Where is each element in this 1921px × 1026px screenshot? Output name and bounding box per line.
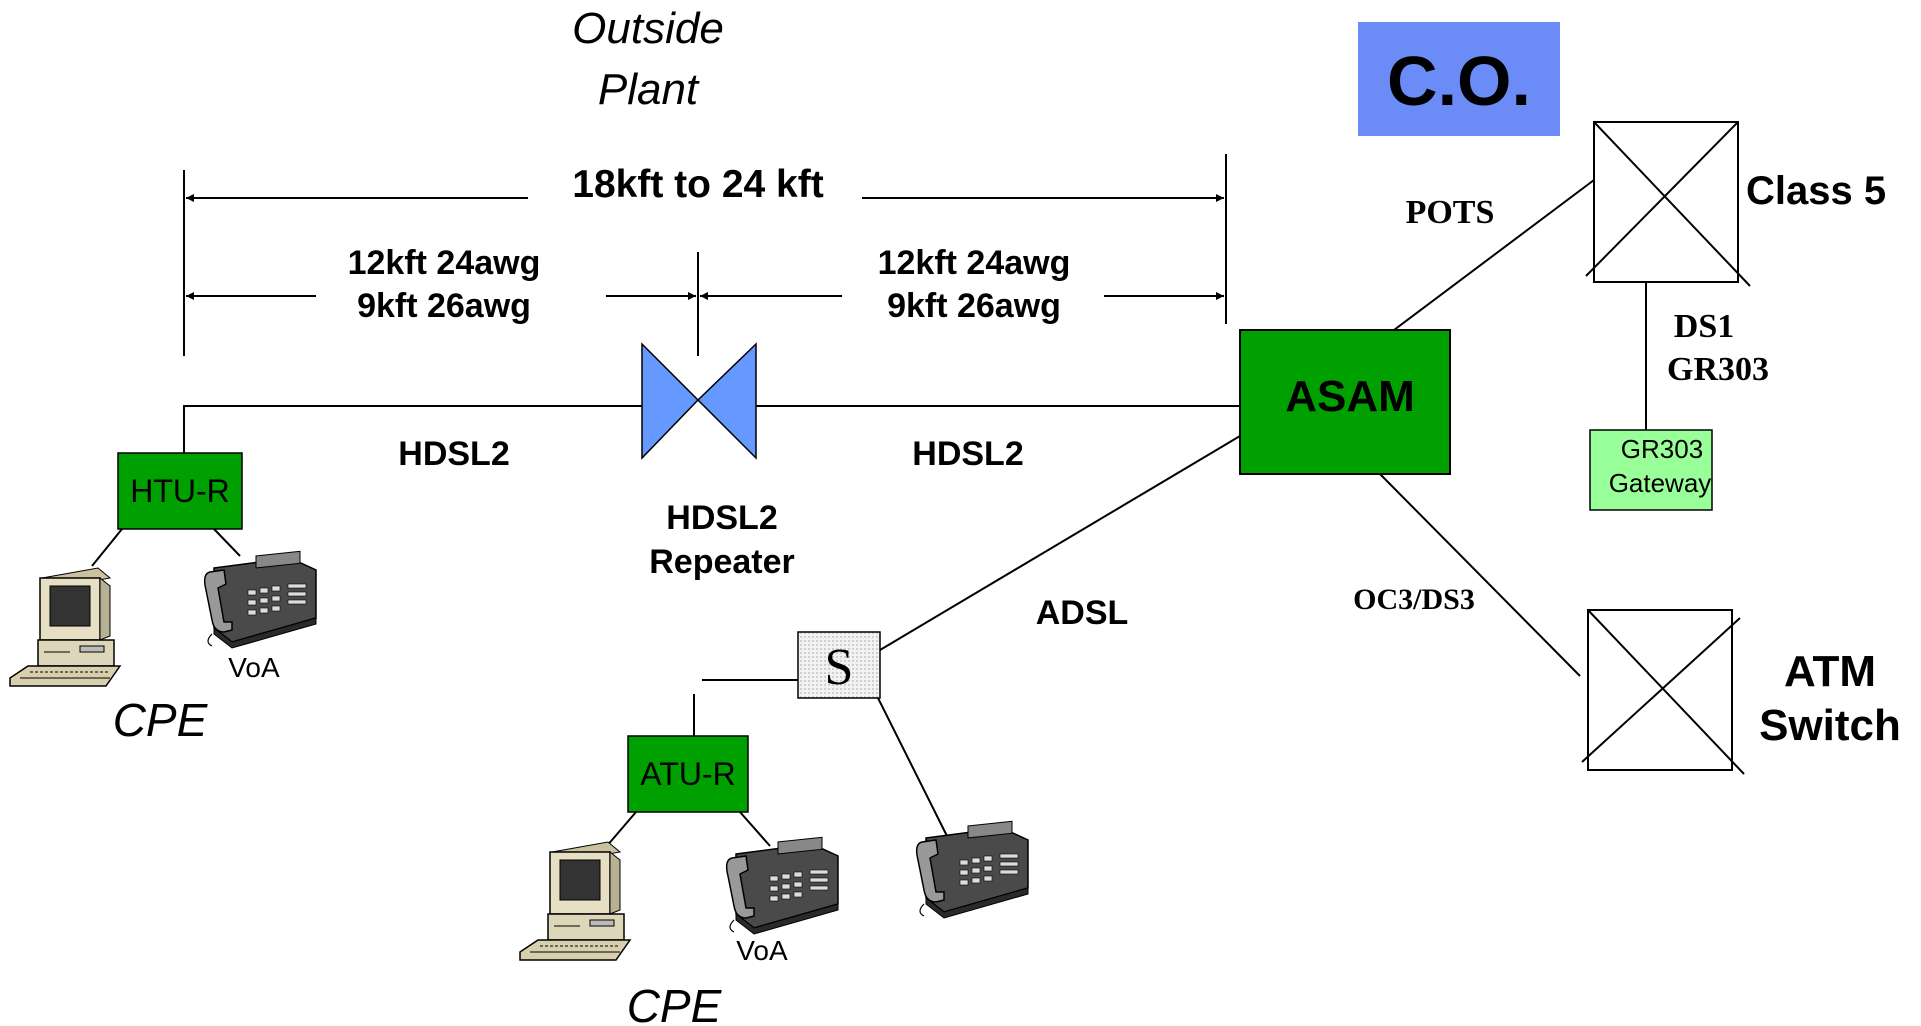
co-label: C.O. [1387, 42, 1531, 120]
hdsl2-repeater-label-line2: Repeater [649, 543, 795, 581]
asam-label: ASAM [1285, 372, 1415, 421]
pots-link-label: POTS [1406, 194, 1495, 231]
hdsl2-repeater-label-line1: HDSL2 [666, 499, 777, 537]
bottom-splitter-phone-icon [915, 820, 1029, 919]
oc3-ds3-link-label: OC3/DS3 [1353, 583, 1475, 616]
htu-r-node [117, 452, 243, 530]
left-span-label-line1: 12kft 24awg [348, 244, 541, 282]
htu-r-label: HTU-R [130, 473, 230, 509]
atu-r-phone-link [739, 811, 771, 847]
atu-r-node [627, 735, 749, 813]
bottom-cpe-label: CPE [627, 980, 723, 1026]
ds1-link-label: DS1 [1674, 308, 1734, 345]
hdsl2-link-left [183, 405, 642, 453]
pots-link [1393, 179, 1595, 331]
asam-node [1239, 329, 1451, 475]
htu-r-phone-link [213, 528, 241, 557]
gr303-gateway-node [1589, 429, 1713, 511]
splitter-node [797, 631, 881, 699]
right-span-label-line2: 9kft 26awg [887, 287, 1061, 325]
gr303-gateway-label-line1: GR303 [1621, 434, 1703, 464]
hdsl2-repeater-icon [641, 342, 757, 460]
oc3-ds3-link [1379, 473, 1581, 677]
hdsl2-link-left-label: HDSL2 [398, 435, 509, 473]
gr303-link-label: GR303 [1667, 351, 1769, 388]
atu-r-label: ATU-R [640, 756, 735, 792]
top-cpe-voa-label: VoA [228, 652, 280, 683]
outside-plant-title-line1: Outside [572, 4, 724, 53]
right-span-label-line1: 12kft 24awg [878, 244, 1071, 282]
splitter-label: S [825, 639, 854, 696]
co-banner [1358, 22, 1560, 136]
splitter-phone-link [877, 697, 949, 839]
adsl-link-label: ADSL [1036, 594, 1129, 632]
htu-r-pc-link [91, 528, 123, 567]
bottom-cpe-voa-label: VoA [736, 935, 788, 966]
bottom-cpe-computer-icon [519, 841, 631, 961]
total-distance-label: 18kft to 24 kft [572, 163, 823, 206]
outside-plant-title-line2: Plant [598, 65, 700, 114]
atm-switch-label-line1: ATM [1784, 647, 1876, 696]
class5-label: Class 5 [1746, 169, 1886, 213]
atm-switch-icon [1581, 609, 1745, 775]
top-cpe-label: CPE [113, 694, 209, 746]
top-cpe-voa-phone-icon [203, 550, 317, 649]
hdsl2-link-right-label: HDSL2 [912, 435, 1023, 473]
top-cpe-computer-icon [9, 567, 121, 687]
bottom-cpe-voa-phone-icon [725, 836, 839, 935]
gr303-gateway-label-line2: Gateway [1609, 468, 1712, 498]
class5-switch-icon [1585, 121, 1751, 287]
left-span-label-line2: 9kft 26awg [357, 287, 531, 325]
atm-switch-label-line2: Switch [1759, 701, 1901, 750]
adsl-link [879, 435, 1241, 651]
